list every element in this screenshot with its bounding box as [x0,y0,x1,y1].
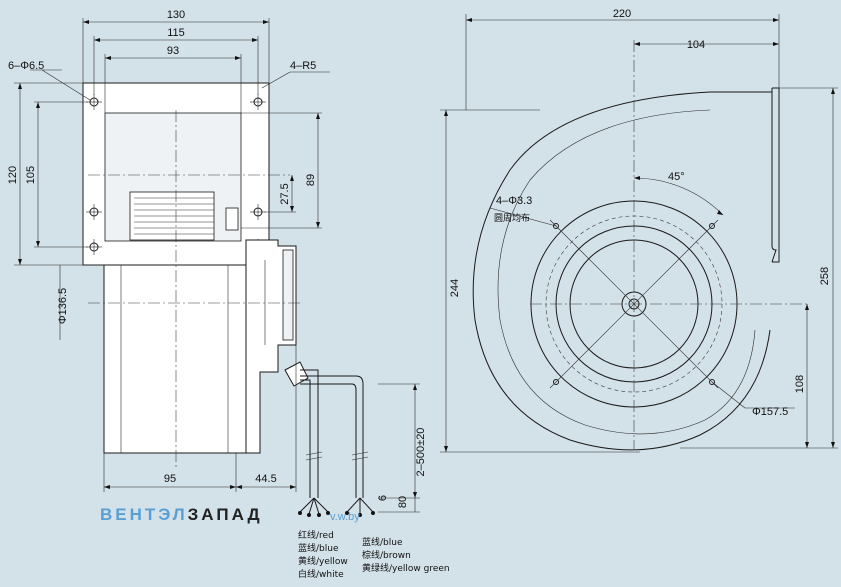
dim-95: 95 [164,473,176,485]
dim-108: 108 [794,375,806,393]
dim-dia-136-5: Φ136.5 [57,288,69,324]
dim-93: 93 [167,45,179,57]
dim-dia-157-5: Φ157.5 [752,406,788,418]
svg-text:黄线/yellow: 黄线/yellow [298,555,348,567]
dim-holes-front: 6–Φ6.5 [8,60,44,72]
dim-120: 120 [7,166,19,184]
dim-130: 130 [167,9,185,21]
outlet-flange [772,87,780,263]
impeller-slots [129,191,239,241]
dim-44-5: 44.5 [255,473,276,485]
dim-80: 80 [397,496,409,508]
svg-text:红线/red: 红线/red [298,529,334,541]
dim-radius: 4–R5 [290,60,316,72]
front-right-dims [241,112,322,229]
side-holes [553,223,715,385]
holes-note: 圆周均布 [494,212,530,224]
dim-105: 105 [25,166,37,184]
dim-27-5: 27.5 [279,183,291,204]
front-left-dims [14,82,104,340]
watermark-domain: v.w.by [330,511,360,523]
dim-104: 104 [687,39,705,51]
front-view: 130 115 93 6–Φ6.5 4–R5 120 105 89 27.5 Φ… [7,9,427,517]
dim-244: 244 [449,279,461,297]
dim-holes-side: 4–Φ3.3 [496,195,532,207]
side-view: 220 104 244 258 108 Φ157.5 45° 4–Φ3.3 圆周… [440,8,838,453]
dim-6: 6 [377,495,389,501]
cables [284,361,375,517]
wire-labels-left: 红线/red 蓝线/blue 黄线/yellow 白线/white [298,529,348,580]
dim-115: 115 [167,27,185,39]
svg-text:蓝线/blue: 蓝线/blue [362,536,403,548]
front-top-dims [82,18,270,113]
svg-text:黄绿线/yellow green: 黄绿线/yellow green [362,562,450,574]
dim-220: 220 [613,8,631,20]
front-bottom-dims [103,345,420,513]
svg-text:蓝线/blue: 蓝线/blue [298,542,339,554]
wire-labels-right: 蓝线/blue 棕线/brown 黄绿线/yellow green [362,536,450,574]
dim-angle-45: 45° [668,171,685,183]
housing-body [103,264,247,454]
scroll-housing [472,88,777,451]
dim-cable-length: 2–500±20 [415,428,427,477]
watermark: ВЕНТЭЛЗАПАД [100,505,263,524]
svg-text:白线/white: 白线/white [298,568,344,580]
dim-258: 258 [819,267,831,285]
dim-89: 89 [305,174,317,186]
svg-text:棕线/brown: 棕线/brown [362,549,411,561]
